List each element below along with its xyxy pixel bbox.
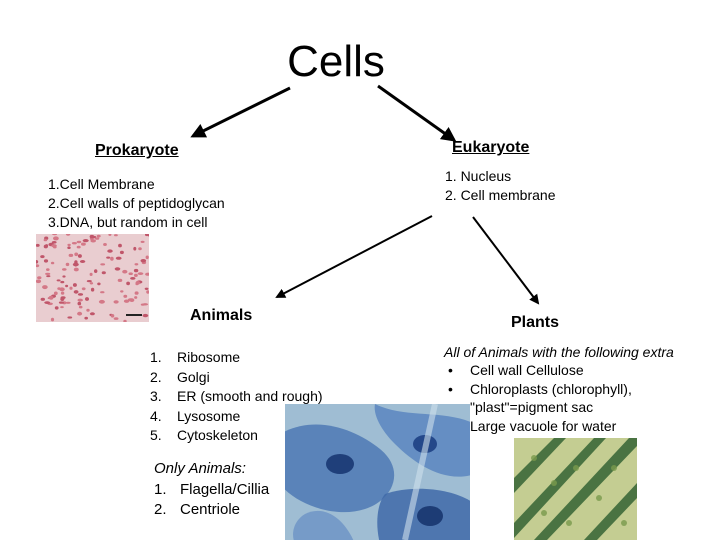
arrow-cells-to-prokaryote [190,86,291,138]
list-item: 5.Cytoskeleton [150,427,258,443]
list-item: 1.Flagella/Cillia [154,481,270,498]
list-item: Large vacuole for water [470,417,617,434]
list-item: 2.Cell walls of peptidoglycan [48,195,225,211]
prokaryote-heading: Prokaryote [95,142,179,159]
list-item: 2. Cell membrane [445,187,556,203]
arrow-cells-to-eukaryote [377,84,457,142]
list-item: 4.Lysosome [150,407,241,424]
list-item: 2.Golgi [150,368,210,385]
list-item: 3.ER (smooth and rough) [150,388,323,404]
plants-heading: Plants [511,314,560,331]
arrow-eukaryote-to-plants [472,216,540,305]
list-item: 3.DNA, but random in cell [48,214,208,230]
list-item: 2.Centriole [154,501,241,518]
animal-organelle-list: 1.Ribosome 2.Golgi 3.ER (smooth and roug… [150,348,323,446]
prokaryote-list: 1.Cell Membrane 2.Cell walls of peptidog… [48,175,225,232]
animals-heading: Animals [190,307,253,324]
list-item: 1. Nucleus [445,168,512,184]
list-item: •Chloroplasts (chlorophyll), "plast"=pig… [448,380,632,416]
list-item: •Cell wall Cellulose [448,362,584,378]
arrow-eukaryote-to-animals [275,215,433,298]
list-item: 1.Ribosome [150,349,241,365]
list-item: 1.Cell Membrane [48,176,155,192]
eukaryote-heading: Eukaryote [452,139,530,156]
plants-intro-text: All of Animals with the following extra [444,344,674,360]
only-animals-list: 1.Flagella/Cillia 2.Centriole [154,480,269,520]
plant-features-list: •Cell wall Cellulose •Chloroplasts (chlo… [448,361,632,435]
animal-cell-micrograph-image [285,404,470,540]
eukaryote-list: 1. Nucleus 2. Cell membrane [445,167,556,205]
plant-cell-micrograph-image [514,438,637,540]
page-title: Cells [287,37,385,86]
bacteria-micrograph-image [36,234,149,322]
only-animals-title: Only Animals: [154,460,246,477]
